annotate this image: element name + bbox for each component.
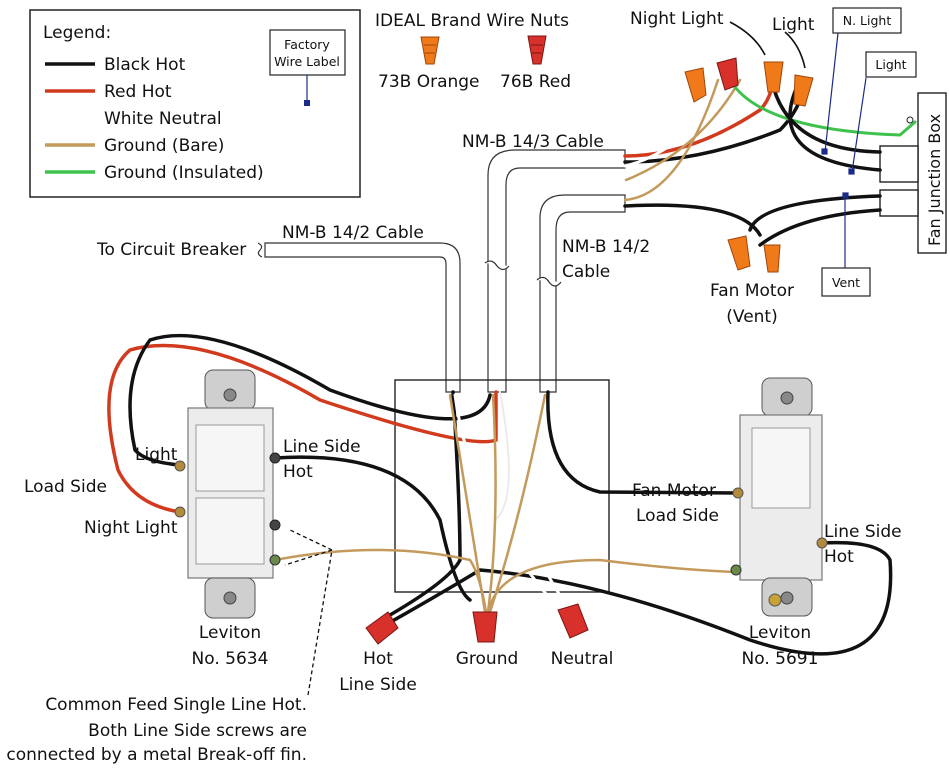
line-side-screw-1 <box>269 452 281 464</box>
factory-label-marker <box>304 100 310 106</box>
wire-nut-orange-night-light <box>763 61 784 93</box>
fan-junction-box-label: Fan Junction Box <box>925 114 944 246</box>
hot-line-side-line2: Line Side <box>339 675 417 695</box>
vent-box-label: Vent <box>832 275 860 290</box>
cables <box>264 149 626 393</box>
cable-14-2-right-line1: NM-B 14/2 <box>562 237 650 257</box>
light-connector-block <box>879 145 919 183</box>
wire-nut-key: IDEAL Brand Wire Nuts 73B Orange 76B Red <box>375 11 571 92</box>
factory-label-line2: Wire Label <box>274 54 340 69</box>
ground-screw-icon <box>906 116 914 124</box>
box-wire-nuts <box>365 603 589 645</box>
light-box-label: Light <box>875 57 906 72</box>
ground-screw-left <box>269 554 281 566</box>
vent-callout-box: Vent <box>821 267 871 297</box>
legend-label-white-neutral: White Neutral <box>104 109 222 129</box>
ground-label: Ground <box>456 649 519 669</box>
cable-14-2-right-line2: Cable <box>562 262 610 282</box>
line-side-hot-left-line1: Line Side <box>283 437 361 457</box>
n-light-label: N. Light <box>843 13 892 28</box>
legend-title: Legend: <box>43 23 111 43</box>
callout-arrows <box>729 21 806 69</box>
cable-break-marks <box>257 242 562 287</box>
cable-14-2-vent <box>539 194 626 393</box>
line-side-hot-right-line2: Hot <box>824 547 854 567</box>
red-wire-nut-icon <box>527 35 547 65</box>
legend: Legend: Black Hot Red Hot White Neutral … <box>29 9 361 198</box>
leviton-left-line1: Leviton <box>199 623 261 643</box>
note-dashed-arrows <box>284 529 333 696</box>
wire-nut-orange-1 <box>684 67 707 103</box>
wire-nut-orange-label: 73B Orange <box>378 72 480 92</box>
fan-load-terminal-screw <box>732 487 744 499</box>
legend-label-red-hot: Red Hot <box>104 82 172 102</box>
leviton-right-line1: Leviton <box>749 623 811 643</box>
wire-nut-orange-fan-1 <box>727 235 751 271</box>
neutral-label: Neutral <box>551 649 614 669</box>
hot-line-side-line1: Hot <box>363 649 393 669</box>
leviton-5691-switch <box>730 377 828 617</box>
line-side-hot-right-line1: Line Side <box>824 522 902 542</box>
leviton-left-line2: No. 5634 <box>192 649 269 669</box>
cable-14-3 <box>487 149 626 393</box>
light-terminal-screw <box>174 460 186 472</box>
fan-motor-load-side-line2: Load Side <box>636 506 719 526</box>
box-leaders <box>821 32 867 268</box>
light-left-label: Light <box>135 445 178 465</box>
wire-nut-hot <box>365 611 399 645</box>
switch-junction-box <box>394 379 610 593</box>
light-callout-box: Light <box>865 51 917 78</box>
orange-wire-nut-icon <box>420 36 440 65</box>
cable-14-2-left-label: NM-B 14/2 Cable <box>282 223 424 243</box>
legend-label-ground-insulated: Ground (Insulated) <box>104 163 264 183</box>
fan-side-wires <box>623 68 917 247</box>
fan-wire-nuts <box>684 57 814 273</box>
fan-motor-vent-line1: Fan Motor <box>710 281 794 301</box>
ground-screw-right <box>730 564 742 576</box>
to-breaker-label: To Circuit Breaker <box>96 240 246 260</box>
wire-nuts-title: IDEAL Brand Wire Nuts <box>375 11 569 31</box>
line-side-screw-2 <box>269 519 281 531</box>
legend-label-black-hot: Black Hot <box>104 55 186 75</box>
factory-label-line1: Factory <box>284 37 330 52</box>
wire-nut-neutral <box>557 603 589 639</box>
vent-connector-block <box>879 189 919 217</box>
wire-nut-red-1 <box>716 57 739 91</box>
right-line-side-screw <box>816 537 828 549</box>
fan-motor-load-side-line1: Fan Motor <box>632 481 716 501</box>
cable-14-2-breaker <box>264 242 461 393</box>
light-top-label: Light <box>772 15 815 35</box>
night-light-terminal-screw <box>174 506 186 518</box>
n-light-callout-box: N. Light <box>832 7 902 34</box>
night-light-top-label: Night Light <box>630 9 724 29</box>
cable-14-3-label: NM-B 14/3 Cable <box>462 132 604 152</box>
legend-label-ground-bare: Ground (Bare) <box>104 136 224 156</box>
note-line1: Common Feed Single Line Hot. <box>45 695 307 715</box>
line-side-hot-left-line2: Hot <box>283 462 313 482</box>
leviton-5634-switch <box>174 369 281 619</box>
note-line3: connected by a metal Break-off fin. <box>6 745 307 765</box>
note-line2: Both Line Side screws are <box>88 721 307 741</box>
wire-nut-red-label: 76B Red <box>500 72 571 92</box>
wire-nut-orange-light <box>793 74 814 107</box>
wire-nut-ground <box>472 611 498 643</box>
wire-nut-orange-fan-2 <box>763 244 781 273</box>
leviton-right-line2: No. 5691 <box>742 649 819 669</box>
load-side-label: Load Side <box>24 477 107 497</box>
night-light-left-label: Night Light <box>84 518 178 538</box>
fan-junction-box: Fan Junction Box <box>879 92 947 254</box>
diagram-labels: Night Light Light NM-B 14/3 Cable NM-B 1… <box>6 9 901 765</box>
fan-motor-vent-line2: (Vent) <box>726 307 777 327</box>
